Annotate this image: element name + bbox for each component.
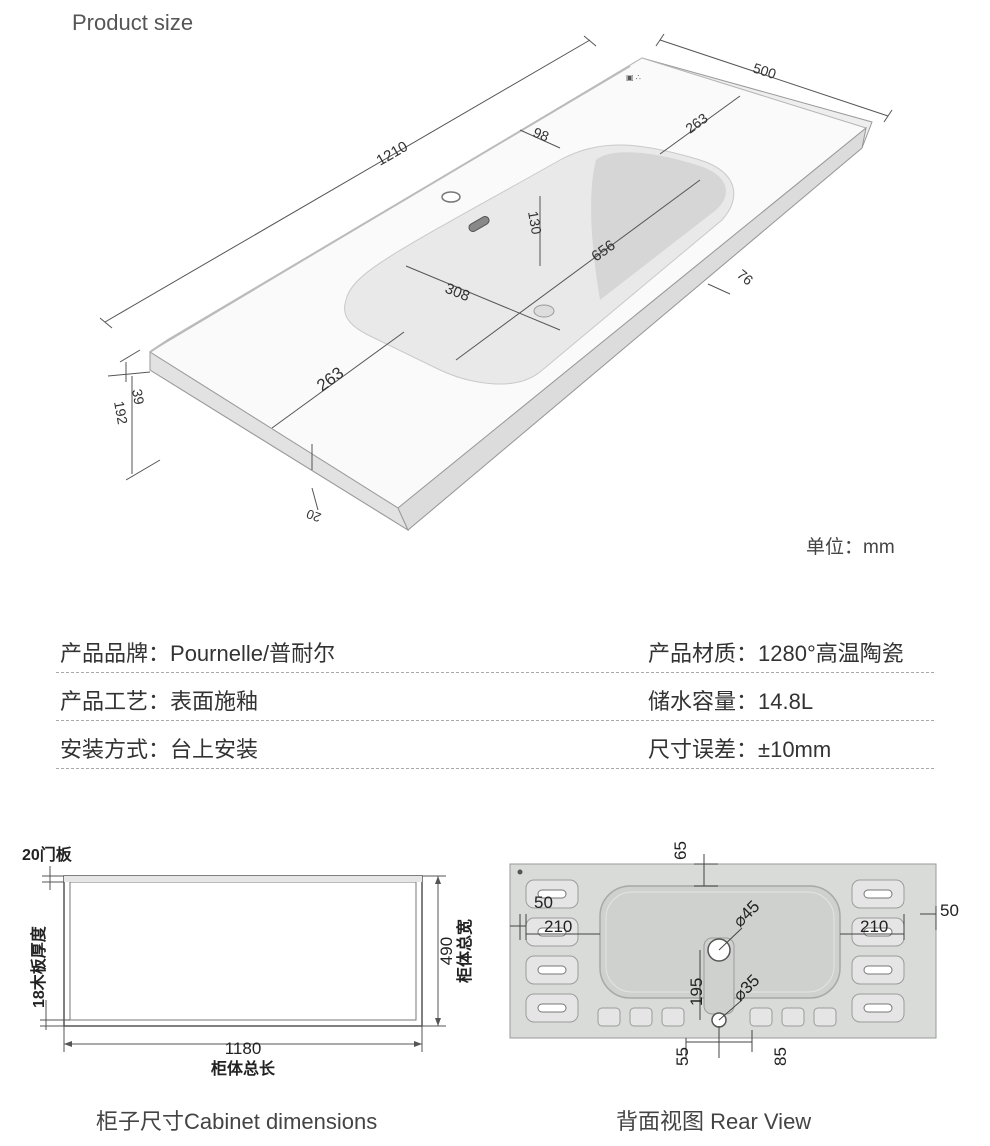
dim-line-depth	[659, 39, 889, 117]
countertop-side-edge	[397, 126, 867, 531]
rear-label-210-right: 210	[860, 917, 888, 936]
unit-label: 单位：mm	[806, 537, 895, 558]
rear-label-50-left: 50	[534, 893, 553, 912]
dim-label-76: 76	[734, 266, 756, 288]
spec-row-1: 产品品牌：Pournelle/普耐尔 产品材质：1280°高温陶瓷	[56, 626, 934, 673]
dim-line-656	[455, 179, 701, 361]
dim-label-98: 98	[531, 124, 552, 145]
back-rim	[149, 65, 631, 353]
dim-label-20: 20	[304, 506, 323, 525]
spec-material: 产品材质：1280°高温陶瓷	[648, 641, 904, 666]
rear-mark-icon	[517, 869, 523, 875]
faucet-hole-icon	[441, 191, 461, 203]
rear-label-195: 195	[687, 978, 706, 1006]
cabinet-board-label: 18木板厚度	[29, 925, 48, 1008]
rear-label-210-left: 210	[544, 917, 572, 936]
product-size-title: Product size	[72, 10, 194, 35]
rear-view-drawing: 65 50 210 210 50 ⌀45 195 ⌀35 55 85	[509, 841, 959, 1066]
cabinet-depth-value: 490	[437, 937, 456, 965]
brand-mark-icon: ▣ ∴	[626, 73, 641, 82]
spec-row-2: 产品工艺：表面施釉 储水容量：14.8L	[56, 674, 934, 721]
basin-inner-wall	[591, 152, 726, 300]
cabinet-door-label: 20门板	[22, 845, 73, 864]
dim-line-76	[707, 283, 731, 295]
dim-line-98	[519, 129, 561, 149]
spec-tolerance: 尺寸误差：±10mm	[648, 737, 832, 762]
basin-isometric-drawing: ▣ ∴ 1210 500 98 263 130 656 76 308 263 3…	[99, 33, 893, 532]
dim-label-192: 192	[111, 400, 131, 426]
spec-installation: 安装方式：台上安装	[60, 737, 259, 762]
spec-capacity: 储水容量：14.8L	[648, 689, 814, 714]
overflow-slot-icon	[468, 215, 490, 232]
rear-label-55: 55	[673, 1047, 692, 1066]
cabinet-width-label: 柜体总长	[211, 1059, 276, 1078]
dim-label-39: 39	[129, 388, 147, 406]
cabinet-caption: 柜子尺寸Cabinet dimensions	[96, 1109, 378, 1134]
cabinet-width-value: 1180	[225, 1039, 262, 1058]
cabinet-board-line	[69, 881, 417, 1021]
cabinet-dimensions-drawing: 20门板 18木板厚度 1180 柜体总长 490 柜体总宽	[22, 845, 474, 1078]
spec-process: 产品工艺：表面施釉	[60, 689, 259, 714]
dim-label-500: 500	[751, 60, 778, 83]
rear-view-caption: 背面视图 Rear View	[616, 1109, 812, 1134]
spec-brand: 产品品牌：Pournelle/普耐尔	[60, 641, 336, 666]
dim-label-130: 130	[525, 210, 545, 236]
cabinet-outer-outline	[63, 875, 423, 1027]
drain-hole-icon	[533, 304, 555, 318]
rear-label-85: 85	[771, 1047, 790, 1066]
rear-label-50-right: 50	[940, 901, 959, 920]
dim-line-263-top	[659, 95, 741, 155]
rear-label-65: 65	[671, 841, 690, 860]
spec-row-3: 安装方式：台上安装 尺寸误差：±10mm	[56, 722, 934, 769]
cabinet-door-panel	[64, 876, 422, 882]
cabinet-depth-label: 柜体总宽	[455, 919, 474, 983]
dim-line-263-bottom	[271, 331, 405, 429]
dim-label-1210: 1210	[374, 138, 411, 169]
dim-line-length	[104, 39, 591, 323]
dim-line-308	[405, 265, 561, 331]
